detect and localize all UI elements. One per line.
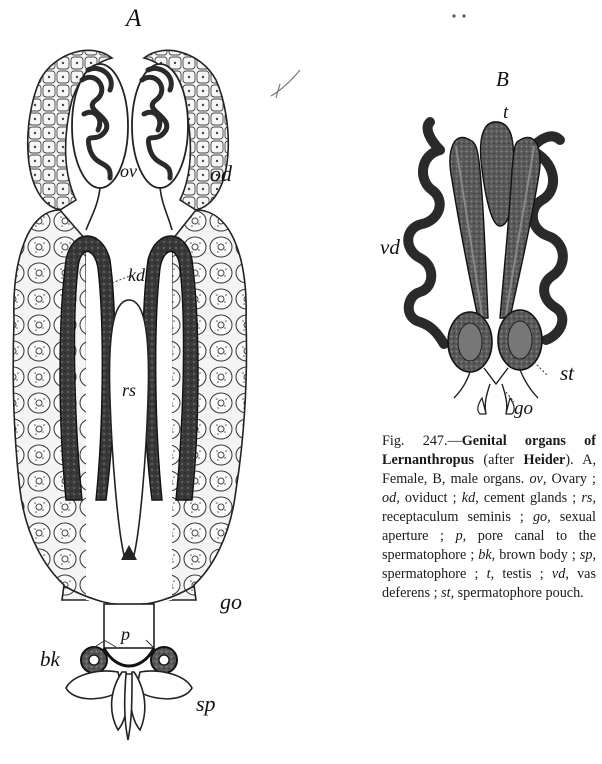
caption-legend-abbr: vd — [552, 566, 565, 582]
caption-legend-abbr: ov — [529, 471, 542, 487]
label-p: p — [119, 624, 130, 644]
label-rs: rs — [122, 380, 136, 400]
caption-legend-abbr: kd — [462, 490, 475, 506]
label-st: st — [560, 361, 575, 385]
spermatophores — [66, 671, 192, 740]
caption-legend: ov, Ovary ; od, oviduct ; kd, cement gla… — [382, 471, 596, 601]
caption-legend-abbr: sp — [580, 547, 593, 563]
label-panel-b: B — [496, 67, 509, 91]
vas-deferens-left — [408, 150, 444, 344]
caption-legend-abbr: go — [533, 509, 547, 525]
label-go-b: go — [514, 398, 533, 419]
caption-legend-text: , Ovary ; — [543, 471, 596, 487]
caption-fig-no: Fig. 247. — [382, 433, 448, 449]
caption-legend-text: , brown body ; — [492, 547, 580, 563]
panel-a-drawing: A ov od kd rs go p bk sp — [13, 5, 300, 740]
caption-legend-abbr: p — [456, 528, 463, 544]
caption-legend-text: , testis ; — [491, 566, 552, 582]
caption-legend-text: , cement glands ; — [475, 490, 581, 506]
figure-caption: Fig. 247.—Genital organs of Lernanthropu… — [382, 432, 596, 603]
caption-legend-text: , oviduct ; — [396, 490, 462, 506]
label-bk: bk — [40, 647, 61, 671]
caption-legend-abbr: od — [382, 490, 396, 506]
panel-b-drawing: B t vd st go — [380, 14, 575, 419]
caption-legend-abbr: rs — [581, 490, 592, 506]
label-kd: kd — [128, 265, 146, 285]
caption-after: (after — [483, 452, 514, 468]
caption-legend-text: , spermatophore pouch. — [451, 585, 584, 601]
label-t: t — [503, 102, 509, 123]
label-ov: ov — [120, 161, 137, 181]
label-od: od — [210, 161, 233, 186]
caption-author: Heider — [524, 452, 566, 468]
stray-mark — [271, 70, 300, 98]
label-panel-a: A — [124, 5, 142, 32]
caption-legend-abbr: bk — [478, 547, 491, 563]
label-go: go — [220, 589, 242, 614]
label-vd: vd — [380, 235, 400, 259]
caption-legend-abbr: st — [441, 585, 450, 601]
label-sp: sp — [196, 691, 216, 716]
